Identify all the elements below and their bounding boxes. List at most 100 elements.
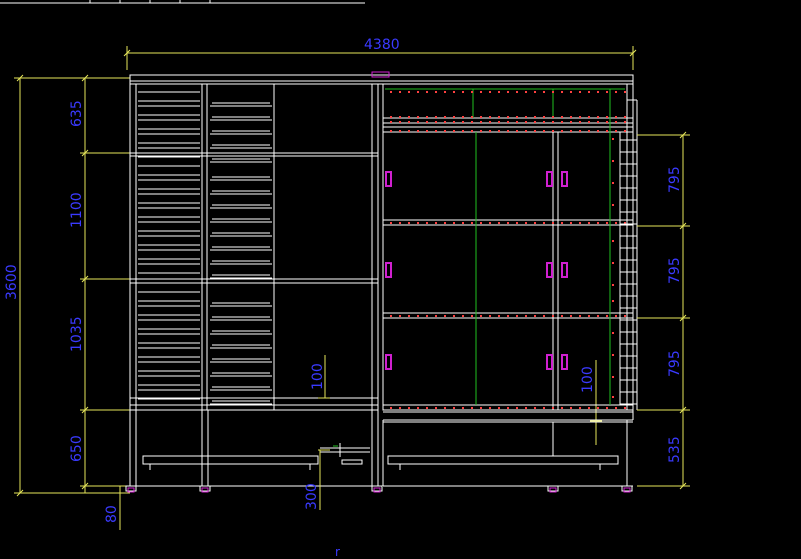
glazing-dot [597, 91, 599, 93]
glazing-dot [612, 284, 614, 286]
center-detail [320, 443, 370, 465]
glazing-dot [480, 315, 482, 317]
right-dimension-lines [637, 131, 690, 490]
glazing-dot [606, 222, 608, 224]
glazing-dot [507, 130, 509, 132]
glazing-dot [489, 315, 491, 317]
glazing-dot [399, 222, 401, 224]
glazing-dot [516, 315, 518, 317]
glazing-dot [516, 116, 518, 118]
glazing-dot [480, 91, 482, 93]
glazing-dot [612, 204, 614, 206]
right-dim-label-3: 795 [667, 350, 683, 377]
glazing-dot [462, 121, 464, 123]
glazing-dot [408, 130, 410, 132]
glazing-dot [390, 222, 392, 224]
glazing-dot [408, 91, 410, 93]
right-feet [549, 487, 631, 493]
glazing-dot [615, 121, 617, 123]
glazing-dot [534, 315, 536, 317]
glazing-dot [399, 130, 401, 132]
glazing-dot [435, 315, 437, 317]
glazing-dot [498, 130, 500, 132]
glazing-dot [624, 91, 626, 93]
glazing-dot [534, 121, 536, 123]
glazing-dot [471, 116, 473, 118]
glazing-dot [588, 121, 590, 123]
glazing-dot [579, 407, 581, 409]
glazing-dot [516, 121, 518, 123]
glazing-dot [471, 91, 473, 93]
glazing-dot [606, 91, 608, 93]
glazing-dot [417, 407, 419, 409]
glazing-dot [561, 130, 563, 132]
glazing-dot [480, 130, 482, 132]
glazing-dot [471, 407, 473, 409]
glazing-dot [570, 121, 572, 123]
glazing-dot [579, 121, 581, 123]
glazing-dot [489, 116, 491, 118]
glazing-dot [525, 222, 527, 224]
glazing-dot [444, 407, 446, 409]
glazing-dot [534, 130, 536, 132]
glazing-dot [462, 130, 464, 132]
glazing-dot [390, 121, 392, 123]
glazing-dot [552, 315, 554, 317]
glazing-dot [489, 222, 491, 224]
glazing-dot [498, 222, 500, 224]
glazing-dot [570, 407, 572, 409]
glazing-dot [426, 91, 428, 93]
glazing-dot [417, 116, 419, 118]
glazing-dot [399, 407, 401, 409]
glazing-dot [507, 91, 509, 93]
glazing-dot [498, 315, 500, 317]
glazing-dot [399, 315, 401, 317]
right-cabinet-frame [382, 81, 638, 423]
glazing-dot [624, 130, 626, 132]
glazing-dot [543, 222, 545, 224]
glazing-dot [489, 130, 491, 132]
glazing-dot [543, 121, 545, 123]
left-dim-label-4: 650 [69, 435, 85, 462]
glazing-dot [624, 222, 626, 224]
glazing-dot [507, 116, 509, 118]
glazing-dot [453, 222, 455, 224]
glazing-dot [561, 116, 563, 118]
glazing-dot [462, 315, 464, 317]
glazing-dot [453, 91, 455, 93]
left-base [125, 410, 383, 492]
glazing-dot [612, 262, 614, 264]
glazing-dot [444, 130, 446, 132]
glazing-dot [615, 116, 617, 118]
glazing-dot [507, 121, 509, 123]
right-glass-panels [385, 88, 625, 405]
glazing-dot [516, 407, 518, 409]
glazing-dot [615, 407, 617, 409]
glazing-dot [624, 315, 626, 317]
glazing-dot [552, 116, 554, 118]
mid-dim-300: 300 [304, 483, 320, 510]
glazing-dot [516, 222, 518, 224]
glazing-dot [507, 407, 509, 409]
glazing-dot [435, 130, 437, 132]
mid-dimensions [318, 355, 602, 510]
glazing-dot [597, 407, 599, 409]
glazing-dot [606, 407, 608, 409]
glazing-dot [561, 315, 563, 317]
right-dim-label-4: 535 [667, 436, 683, 463]
glazing-dot [516, 91, 518, 93]
glazing-dot [561, 91, 563, 93]
glazing-dot [588, 407, 590, 409]
glazing-dot [543, 91, 545, 93]
left-dim-label-3: 1035 [69, 316, 85, 352]
glazing-dot [390, 130, 392, 132]
glazing-dot [399, 116, 401, 118]
mid-dim-100-right: 100 [580, 366, 596, 393]
glazing-dot [462, 116, 464, 118]
right-base [382, 420, 633, 492]
glazing-dot [597, 116, 599, 118]
glazing-dot [480, 121, 482, 123]
glazing-dot [612, 240, 614, 242]
glazing-dot [561, 407, 563, 409]
